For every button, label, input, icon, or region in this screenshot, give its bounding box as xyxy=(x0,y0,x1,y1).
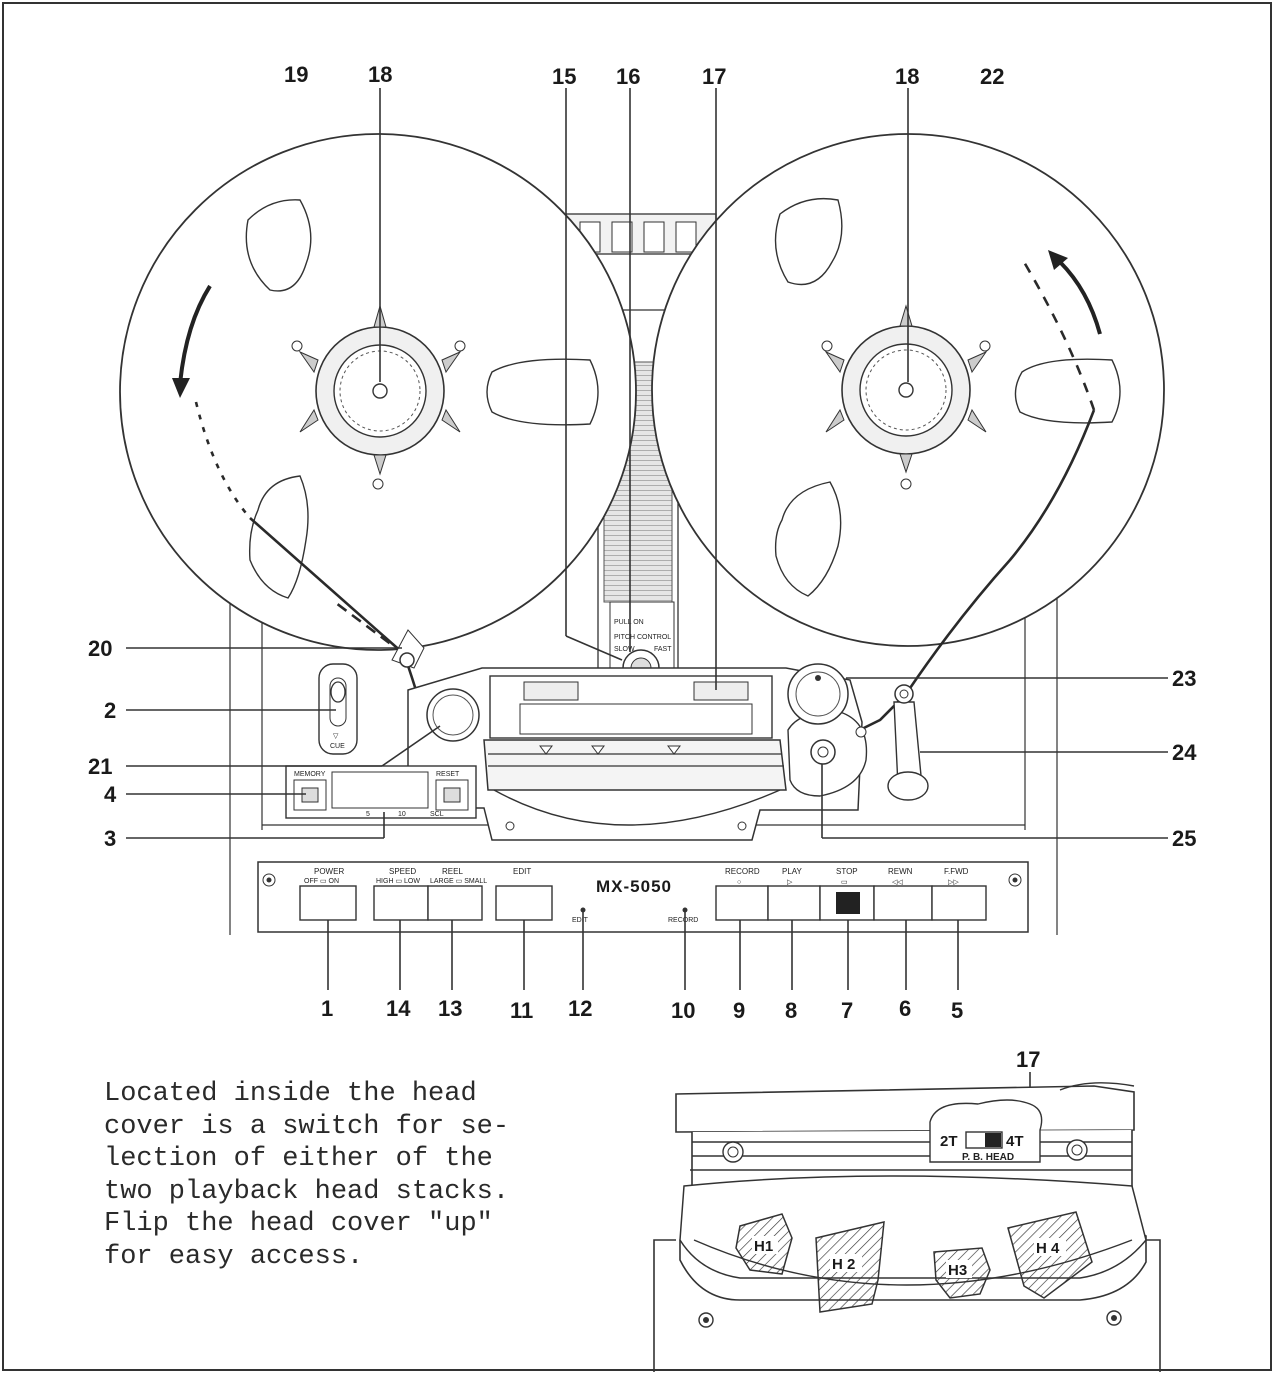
play-label: PLAY xyxy=(782,867,803,876)
model-name: MX-5050 xyxy=(596,877,672,896)
pitch-control-label: PITCH CONTROL xyxy=(614,634,671,641)
callout-16: 16 xyxy=(616,64,640,89)
reel-label: REEL xyxy=(442,867,463,876)
callout-numbers: 19 18 15 16 17 18 22 20 2 21 4 3 23 24 2… xyxy=(88,62,1197,1072)
counter-scale-2: 10 xyxy=(398,811,406,818)
callout-13: 13 xyxy=(438,996,462,1021)
pinch-roller-lever[interactable] xyxy=(887,684,929,801)
callout-3: 3 xyxy=(104,826,116,851)
left-reel[interactable] xyxy=(119,133,637,651)
right-tension-assembly xyxy=(787,663,868,797)
play-button[interactable] xyxy=(767,885,821,921)
rewind-button[interactable] xyxy=(873,885,933,921)
callout-24: 24 xyxy=(1172,740,1197,765)
h1-label: H1 xyxy=(754,1238,773,1255)
fast-forward-symbol: ▷▷ xyxy=(948,879,959,886)
callout-9: 9 xyxy=(733,998,745,1023)
edit-indicator xyxy=(580,907,586,913)
fast-forward-button[interactable] xyxy=(931,885,987,921)
tape-counter-panel: MEMORY 5 10 SCL RESET xyxy=(285,765,477,819)
callout-6: 6 xyxy=(899,996,911,1021)
h2-label: H 2 xyxy=(832,1256,855,1273)
callout-5: 5 xyxy=(951,998,963,1023)
fast-label: FAST xyxy=(654,646,672,653)
head-cover[interactable] xyxy=(483,739,787,791)
memory-label: MEMORY xyxy=(294,771,326,778)
callout-17-inset: 17 xyxy=(1016,1047,1040,1072)
head-cover-note: Located inside the head cover is a switc… xyxy=(104,1079,510,1272)
power-label: POWER xyxy=(314,867,344,876)
fast-forward-label: F.FWD xyxy=(944,867,969,876)
callout-10: 10 xyxy=(671,998,695,1023)
callout-11: 11 xyxy=(510,998,533,1023)
record-indicator xyxy=(682,907,688,913)
power-button[interactable] xyxy=(299,885,357,921)
reel-size-button[interactable] xyxy=(427,885,483,921)
front-control-panel: POWER OFF ▭ ON SPEED HIGH ▭ LOW REEL LAR… xyxy=(257,861,1029,933)
callout-21: 21 xyxy=(88,754,112,779)
right-reel-rotation-arrow xyxy=(1058,260,1102,335)
cue-symbol: ▽ xyxy=(333,733,339,740)
reset-label: RESET xyxy=(436,771,460,778)
stop-symbol: ▭ xyxy=(841,879,848,886)
switch-2t-label: 2T xyxy=(940,1133,958,1150)
callout-17: 17 xyxy=(702,64,726,89)
head-assembly xyxy=(407,667,863,841)
left-tension-arm xyxy=(391,629,425,669)
tape-path xyxy=(194,261,1096,782)
callout-7: 7 xyxy=(841,998,853,1023)
reel-sub-label: LARGE ▭ SMALL xyxy=(430,878,487,885)
callout-1: 1 xyxy=(321,996,333,1021)
callout-22: 22 xyxy=(980,64,1004,89)
slow-label: SLOW xyxy=(614,646,635,653)
pull-on-label: PULL ON xyxy=(614,619,644,626)
record-label: RECORD xyxy=(725,867,760,876)
speed-label: SPEED xyxy=(389,867,416,876)
counter-display xyxy=(331,771,429,809)
rewind-label: REWN xyxy=(888,867,913,876)
edit-button[interactable] xyxy=(495,885,553,921)
h4-label: H 4 xyxy=(1036,1240,1060,1257)
callout-18-left: 18 xyxy=(368,62,392,87)
callout-2: 2 xyxy=(104,698,116,723)
callout-15: 15 xyxy=(552,64,576,89)
record-button[interactable] xyxy=(715,885,769,921)
speed-sub-label: HIGH ▭ LOW xyxy=(376,878,420,885)
record-indicator-label: RECORD xyxy=(668,917,698,924)
head-cover-inset: 2T 4T P. B. HEAD H1 H 2 H3 H 4 xyxy=(653,1072,1161,1372)
cue-lever[interactable]: ▽ CUE xyxy=(318,663,358,755)
callout-25: 25 xyxy=(1172,826,1196,851)
stop-label: STOP xyxy=(836,867,858,876)
edit-indicator-label: EDIT xyxy=(572,917,589,924)
power-sub-label: OFF ▭ ON xyxy=(304,878,339,885)
rewind-symbol: ◁◁ xyxy=(892,879,903,886)
left-reel-rotation-arrow xyxy=(178,284,212,385)
cue-label: CUE xyxy=(330,743,345,750)
counter-scale-3: SCL xyxy=(430,811,444,818)
right-reel[interactable] xyxy=(651,133,1165,647)
callout-18-right: 18 xyxy=(895,64,919,89)
play-symbol: ▷ xyxy=(787,879,793,886)
callout-19: 19 xyxy=(284,62,308,87)
callout-14: 14 xyxy=(386,996,411,1021)
callout-20: 20 xyxy=(88,636,112,661)
counter-scale-1: 5 xyxy=(366,811,370,818)
callout-8: 8 xyxy=(785,998,797,1023)
edit-label: EDIT xyxy=(513,867,531,876)
callout-23: 23 xyxy=(1172,666,1196,691)
switch-label: P. B. HEAD xyxy=(962,1152,1014,1163)
leader-lines xyxy=(126,88,1168,990)
callout-12: 12 xyxy=(568,996,592,1021)
speed-button[interactable] xyxy=(373,885,429,921)
h3-label: H3 xyxy=(948,1262,967,1279)
callout-4: 4 xyxy=(104,782,117,807)
record-symbol: ○ xyxy=(737,879,741,886)
switch-4t-label: 4T xyxy=(1006,1133,1024,1150)
